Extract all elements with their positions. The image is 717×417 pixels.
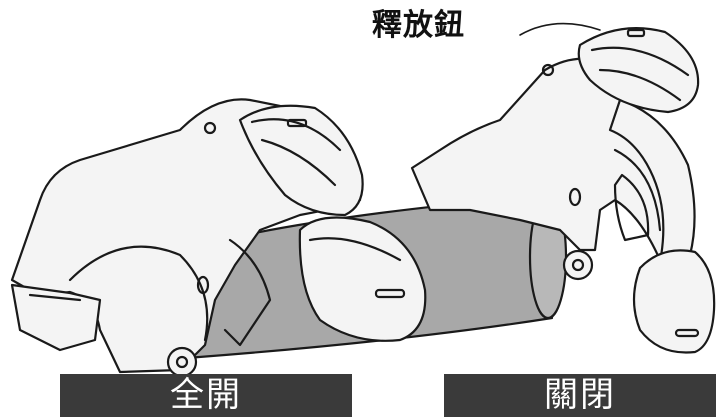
clamp-closed-cap: [632, 249, 716, 354]
hinge: [166, 346, 198, 378]
caption-fully-open-text: 全開: [170, 375, 242, 415]
pivot-hole: [196, 275, 210, 295]
pivot-hole: [541, 63, 555, 77]
caption-fully-open: 全開: [60, 374, 352, 417]
pivot-hole: [568, 187, 582, 207]
clamp-open-lever: [238, 104, 364, 217]
callout-leader-line: [519, 22, 601, 36]
clamp-open-jaw: [10, 283, 102, 352]
clamp-closed: [410, 27, 716, 354]
clamp-open-release-button[interactable]: [298, 216, 427, 342]
hinge: [562, 249, 594, 281]
caption-closed: 關閉: [444, 374, 716, 417]
pivot-hole: [203, 121, 217, 135]
clamp-open: [10, 98, 427, 378]
release-button-label: 釋放鈕: [372, 8, 465, 43]
caption-closed-text: 關閉: [544, 375, 616, 415]
